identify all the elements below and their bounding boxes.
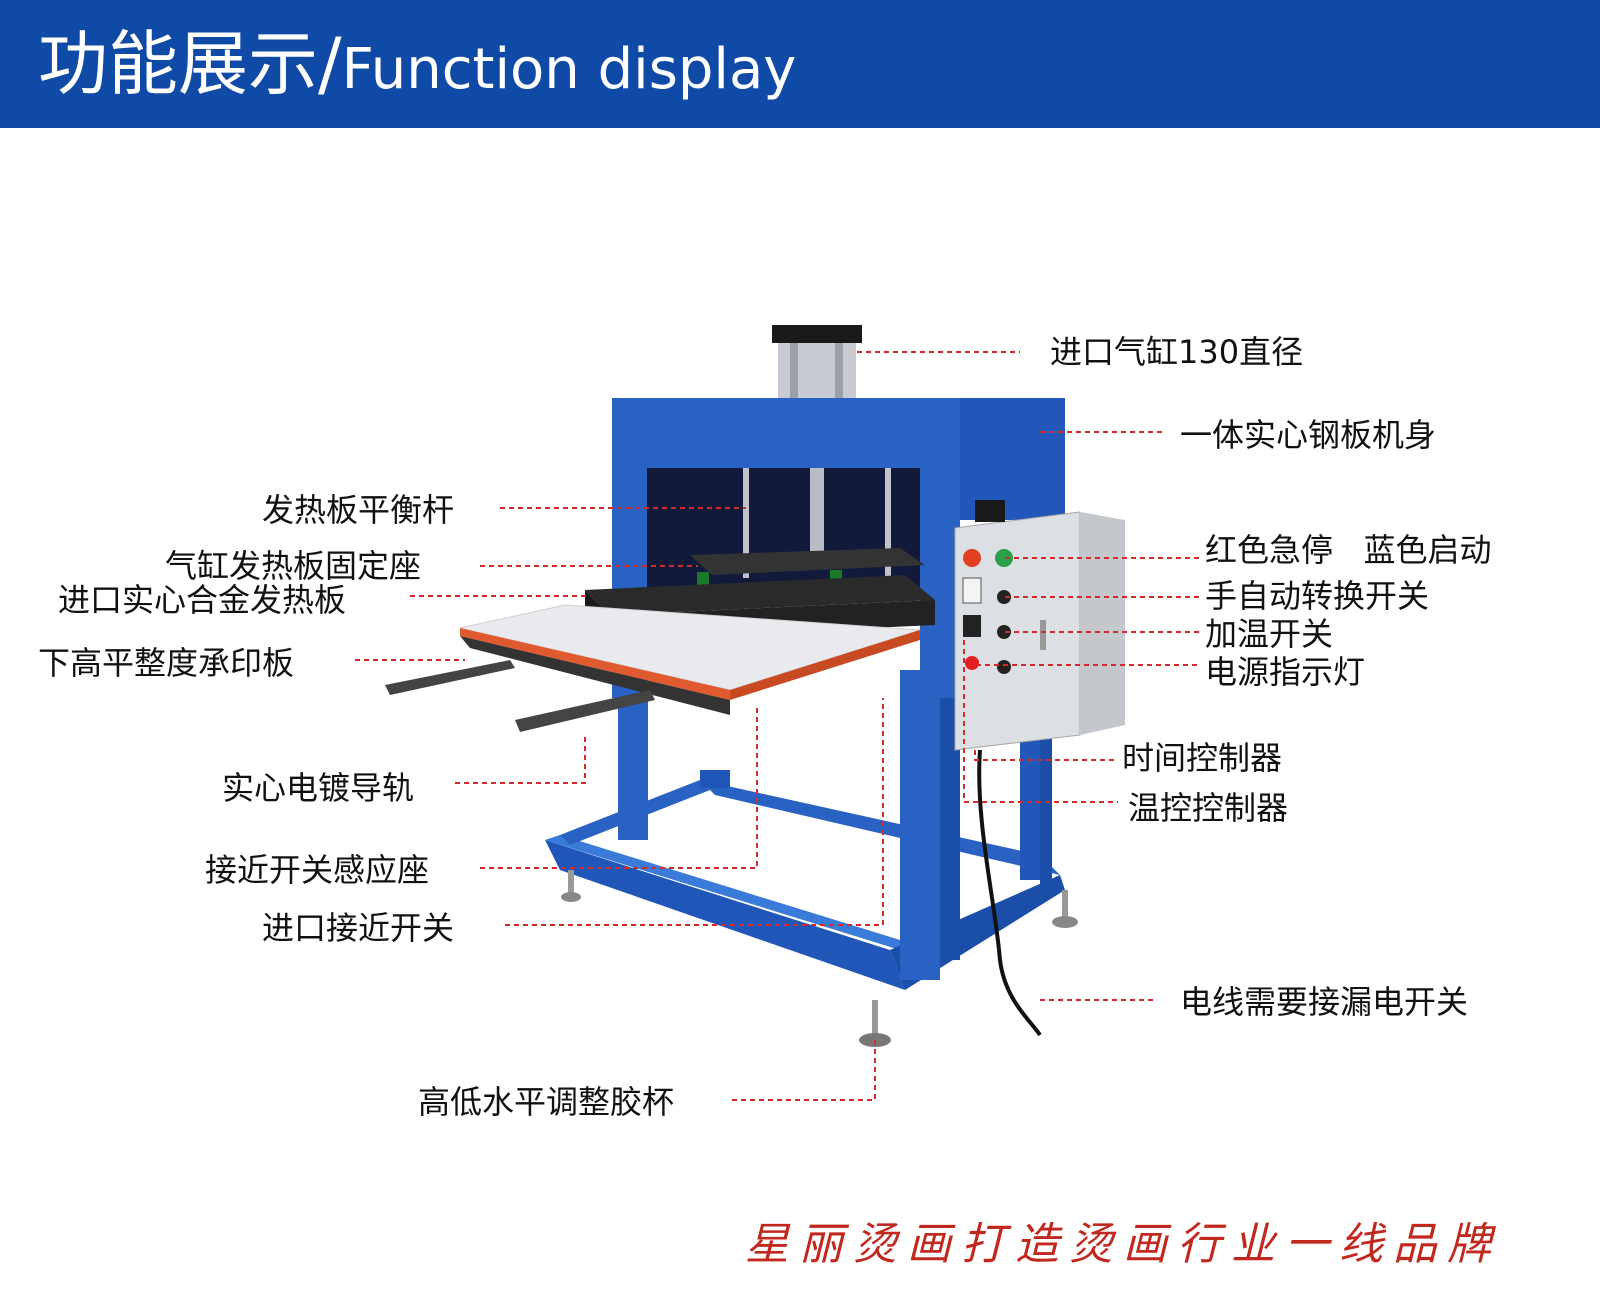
label-timer: 时间控制器 xyxy=(1122,739,1283,777)
label-guide-rail: 实心电镀导轨 xyxy=(222,769,415,807)
air-cylinder xyxy=(772,325,862,558)
machine-frame xyxy=(612,398,1065,698)
guide-rails xyxy=(385,660,655,732)
leader-lines xyxy=(355,351,1200,1101)
label-body: 一体实心钢板机身 xyxy=(1180,416,1437,454)
label-cylinder: 进口气缸130直径 xyxy=(1050,333,1304,371)
title-en: Function display xyxy=(341,37,797,102)
label-cable: 电线需要接漏电开关 xyxy=(1180,983,1469,1021)
title-cn: 功能展示/ xyxy=(38,23,342,105)
label-heat-switch: 加温开关 xyxy=(1205,615,1334,653)
label-print-plate: 下高平整度承印板 xyxy=(38,644,295,682)
balance-rods xyxy=(743,468,891,578)
red-stop-button xyxy=(963,549,981,567)
page-title: 功能展示/Function display xyxy=(38,22,796,112)
power-cable xyxy=(977,749,1042,1037)
label-prox-switch: 进口接近开关 xyxy=(262,909,455,947)
machine-legs xyxy=(618,560,1052,980)
label-heating-plate: 进口实心合金发热板 xyxy=(58,581,347,619)
control-box xyxy=(954,500,1125,751)
label-power-light: 电源指示灯 xyxy=(1205,653,1366,691)
header-banner: 功能展示/Function display xyxy=(0,0,1600,128)
label-auto-switch: 手自动转换开关 xyxy=(1205,577,1430,615)
brand-slogan: 星丽烫画打造烫画行业一线品牌 xyxy=(745,1219,1501,1270)
print-plate xyxy=(459,604,921,715)
label-balance-rod: 发热板平衡杆 xyxy=(262,491,455,529)
label-feet: 高低水平调整胶杯 xyxy=(418,1083,675,1121)
label-buttons: 红色急停 蓝色启动 xyxy=(1205,531,1492,569)
label-cylinder-seat: 气缸发热板固定座 xyxy=(165,547,422,585)
label-sensor-seat: 接近开关感应座 xyxy=(205,851,430,889)
start-button xyxy=(995,549,1013,567)
label-temp-ctrl: 温控控制器 xyxy=(1128,789,1289,827)
